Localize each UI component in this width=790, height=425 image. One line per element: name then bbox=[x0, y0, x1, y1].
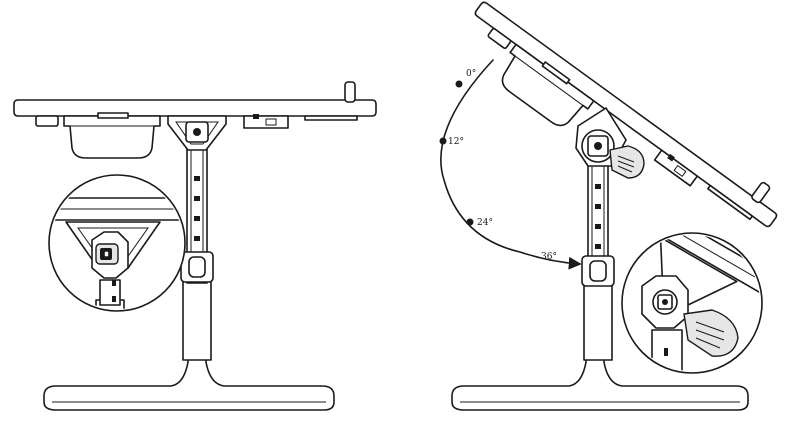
tilt-lever bbox=[609, 145, 645, 179]
angle-label-0: 0° bbox=[466, 69, 476, 79]
tilt-angle-arc: 0° 12° 24° 36° bbox=[439, 59, 582, 270]
base-foot-right bbox=[451, 355, 749, 411]
angle-marker-12 bbox=[439, 137, 447, 145]
stopper-peg bbox=[344, 81, 356, 103]
tilt-hinge-right bbox=[575, 107, 645, 179]
height-clamp-right bbox=[581, 255, 615, 287]
tabletop-flat bbox=[13, 81, 377, 159]
angle-label-12: 12° bbox=[448, 137, 464, 147]
switch-housing bbox=[243, 114, 289, 129]
drawer bbox=[63, 112, 161, 159]
angle-marker-0 bbox=[455, 80, 463, 88]
base-foot bbox=[43, 355, 335, 411]
lever-detail-callout bbox=[621, 232, 763, 374]
flat-table-view bbox=[13, 81, 377, 411]
lower-column-right bbox=[583, 279, 613, 361]
height-adjust-holes-right bbox=[595, 184, 601, 249]
hinge-detail-callout bbox=[48, 174, 186, 312]
height-adjust-holes bbox=[194, 176, 200, 241]
lower-column bbox=[182, 279, 212, 361]
tilt-hinge bbox=[167, 115, 227, 151]
height-clamp bbox=[180, 251, 214, 283]
angle-label-36: 36° bbox=[541, 252, 557, 262]
angle-marker-24 bbox=[466, 218, 474, 226]
tabletop-tilted bbox=[474, 1, 778, 228]
tilted-table-view: 0° 12° 24° 36° bbox=[439, 1, 778, 411]
angle-label-24: 24° bbox=[477, 218, 493, 228]
